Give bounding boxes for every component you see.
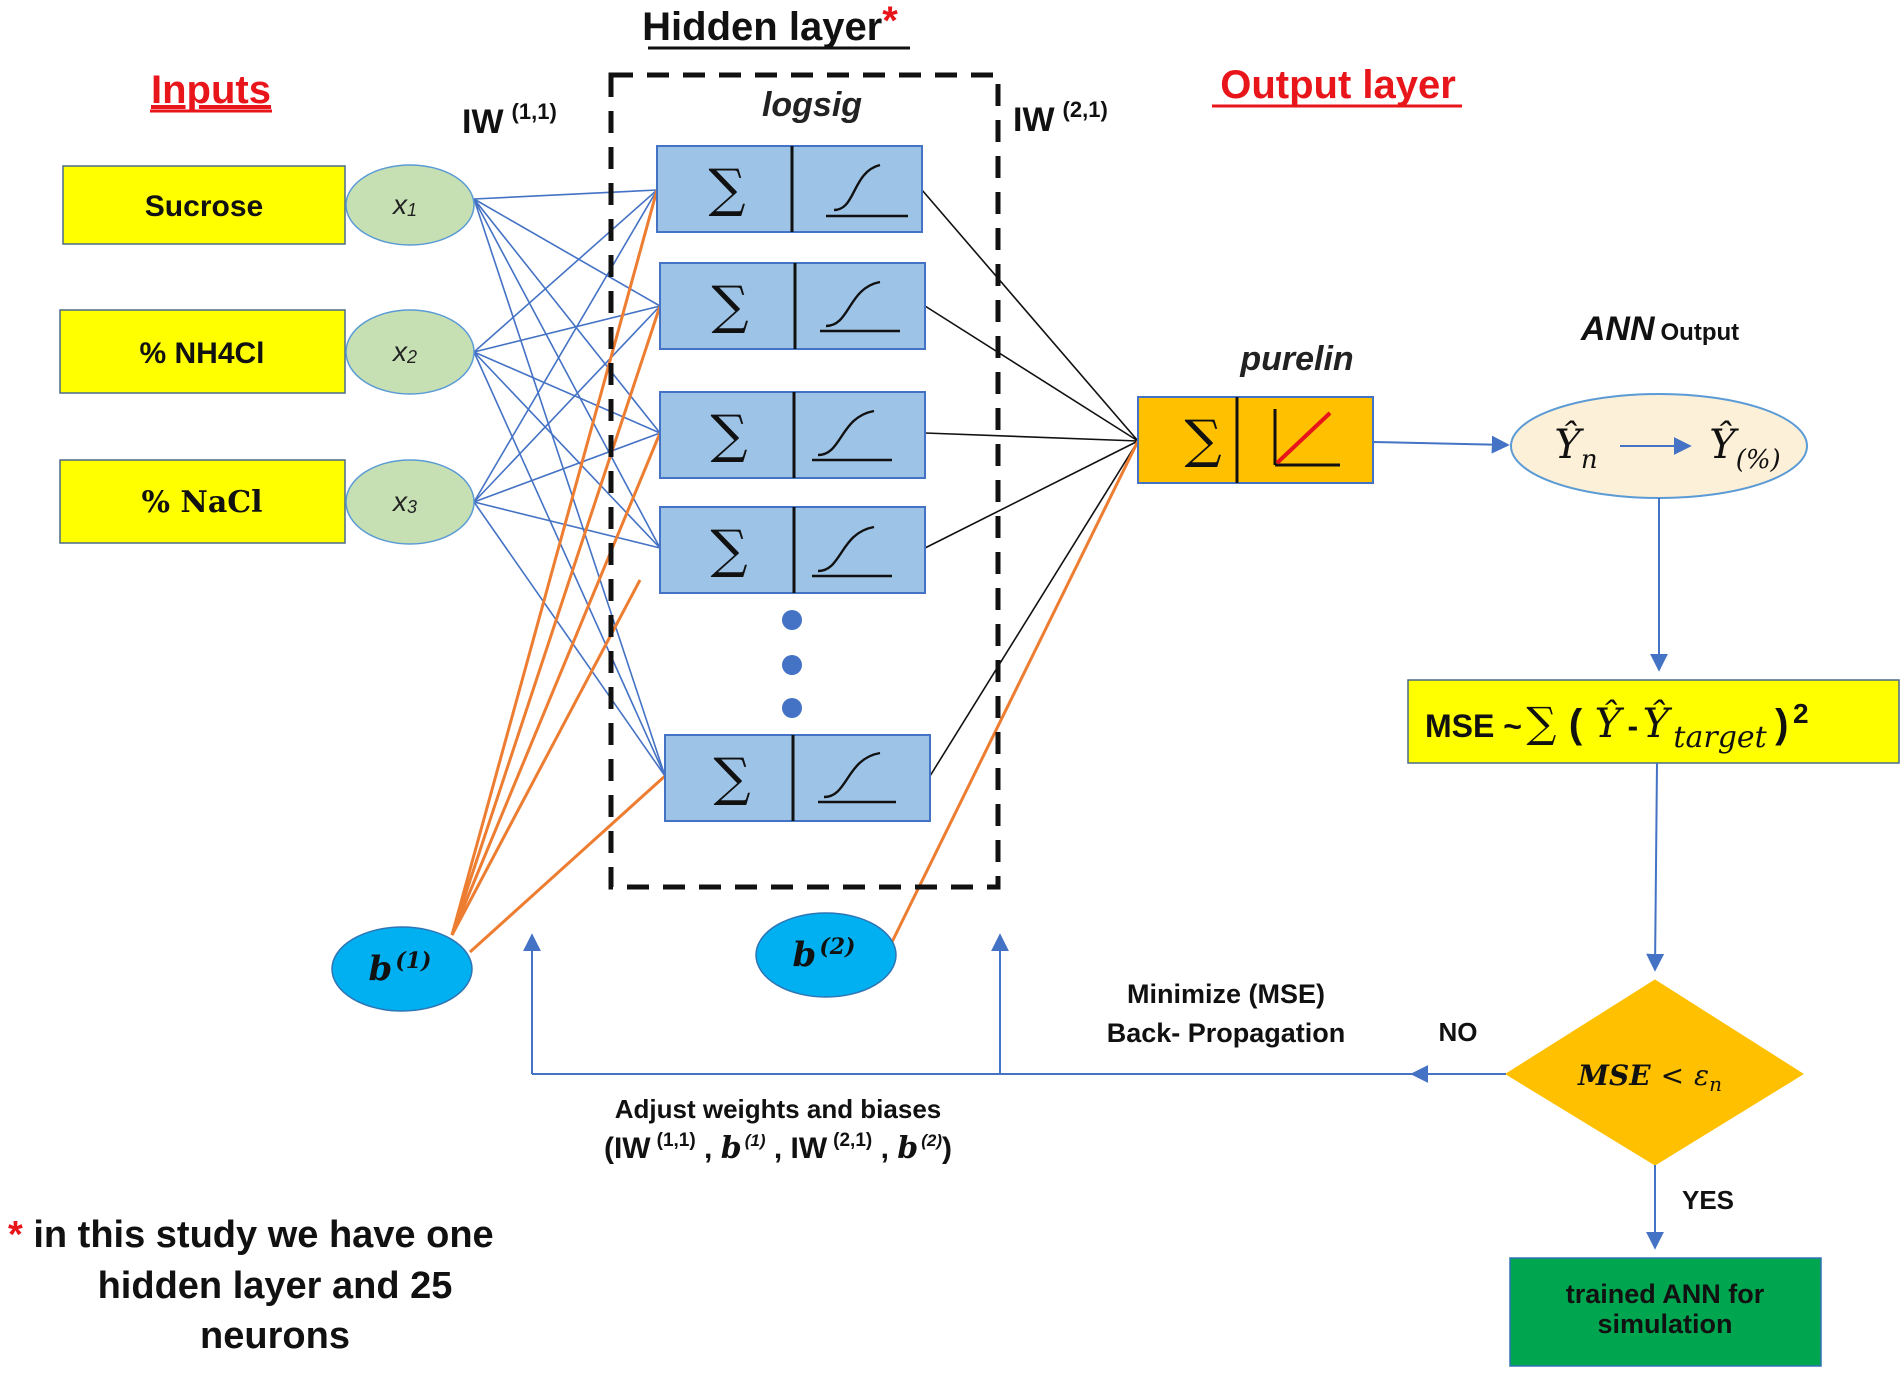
hidden-neuron-2: ∑ [659,262,926,350]
back-propagation-label: Back- Propagation [1107,1018,1346,1048]
iw1-label: IW(1,1) [462,99,557,141]
footnote: * in this study we have one hidden layer… [8,1214,494,1357]
inputs-heading: Inputs [151,68,271,112]
sum-icon: ∑ [711,276,748,336]
sigmoid-icon [820,280,900,333]
hidden-to-output-connections [921,189,1139,777]
y-percent: Ŷ(%) [1709,421,1780,475]
svg-text:MSE ~ ∑ ( Ŷ: MSE ~ ∑ ( Ŷ - Ŷ target ) 2 [1425,698,1809,755]
svg-text:% NaCl: % NaCl [141,485,262,520]
input-to-hidden-connections [473,189,666,777]
adjust-weights-detail: (IW(1,1) , b(1) , IW(2,1) , b(2)) [604,1130,952,1166]
svg-text:Hidden layer*: Hidden layer* [642,0,898,49]
sum-icon: ∑ [710,520,747,580]
decision-diamond: MSE<εn [1505,979,1804,1166]
input-node-x1: x1 [345,164,475,246]
svg-text:x2: x2 [391,336,417,367]
minimize-mse-label: Minimize (MSE) [1127,979,1325,1009]
purelin-label: purelin [1239,340,1353,378]
bias2-connection [890,440,1140,943]
svg-text:Sucrose: Sucrose [145,190,263,223]
sum-icon: ∑ [1184,410,1221,470]
trained-ann-box: trained ANN for simulation [1509,1257,1822,1367]
sum-icon: ∑ [710,405,747,465]
svg-text:% NH4Cl: % NH4Cl [139,337,264,370]
sum-icon: ∑ [708,159,745,219]
bias1-connections [450,189,667,954]
hidden-layer-star: * [882,0,898,43]
svg-text:hidden layer and 25: hidden layer and 25 [98,1265,453,1307]
svg-text:MSE<εn: MSE<εn [1577,1059,1722,1096]
svg-text:x1: x1 [391,189,417,220]
hidden-neuron-25: ∑ [664,734,931,822]
more-neurons-dots [782,610,802,718]
hidden-layer-title: Hidden layer [642,5,882,49]
arrow-mse-to-decision [1646,762,1665,972]
hidden-neuron-4: ∑ [659,506,926,594]
hidden-neuron-1: ∑ [656,145,923,233]
sigmoid-icon [826,163,908,218]
input-node-x3: x3 [345,459,475,545]
svg-text:neurons: neurons [200,1315,350,1357]
input-nh4cl: % NH4Cl [59,309,346,394]
adjust-weights-label: Adjust weights and biases [615,1094,942,1124]
input-sucrose: Sucrose [62,165,346,245]
hidden-neuron-3: ∑ [659,391,926,479]
no-label: NO [1439,1017,1478,1047]
input-nacl: % NaCl [59,459,346,544]
bias-b2: b(2) [755,912,897,998]
svg-text:trained ANN for: trained ANN for [1566,1279,1765,1309]
mse-box: MSE ~ ∑ ( Ŷ - Ŷ target ) 2 [1407,679,1900,764]
hidden-layer-frame [608,72,1001,890]
sigmoid-icon [812,525,892,578]
logsig-label: logsig [762,86,862,124]
ann-output-ellipse: Ŷn Ŷ(%) [1510,393,1808,499]
input-node-x2: x2 [345,309,475,395]
output-neuron: ∑ [1137,396,1374,484]
output-layer-heading: Output layer [1220,63,1456,107]
svg-text:b(2): b(2) [793,934,856,975]
svg-text:x3: x3 [391,486,417,517]
bias-b1: b(1) [331,926,473,1012]
linear-icon [1273,409,1340,467]
sigmoid-icon [812,409,892,462]
svg-text:simulation: simulation [1597,1309,1732,1339]
hidden-layer-heading: Hidden layer* [642,0,910,50]
yes-label: YES [1682,1185,1734,1215]
svg-text:b(1): b(1) [369,948,432,989]
sigmoid-icon [818,751,896,804]
y-n: Ŷn [1554,421,1597,475]
iw2-label: IW(2,1) [1013,97,1108,139]
arrow-output-to-ann [1372,435,1510,454]
svg-text:* in this study we have one: * in this study we have one [8,1214,494,1256]
feedback-loop [523,933,1506,1083]
sum-icon: ∑ [713,748,750,808]
